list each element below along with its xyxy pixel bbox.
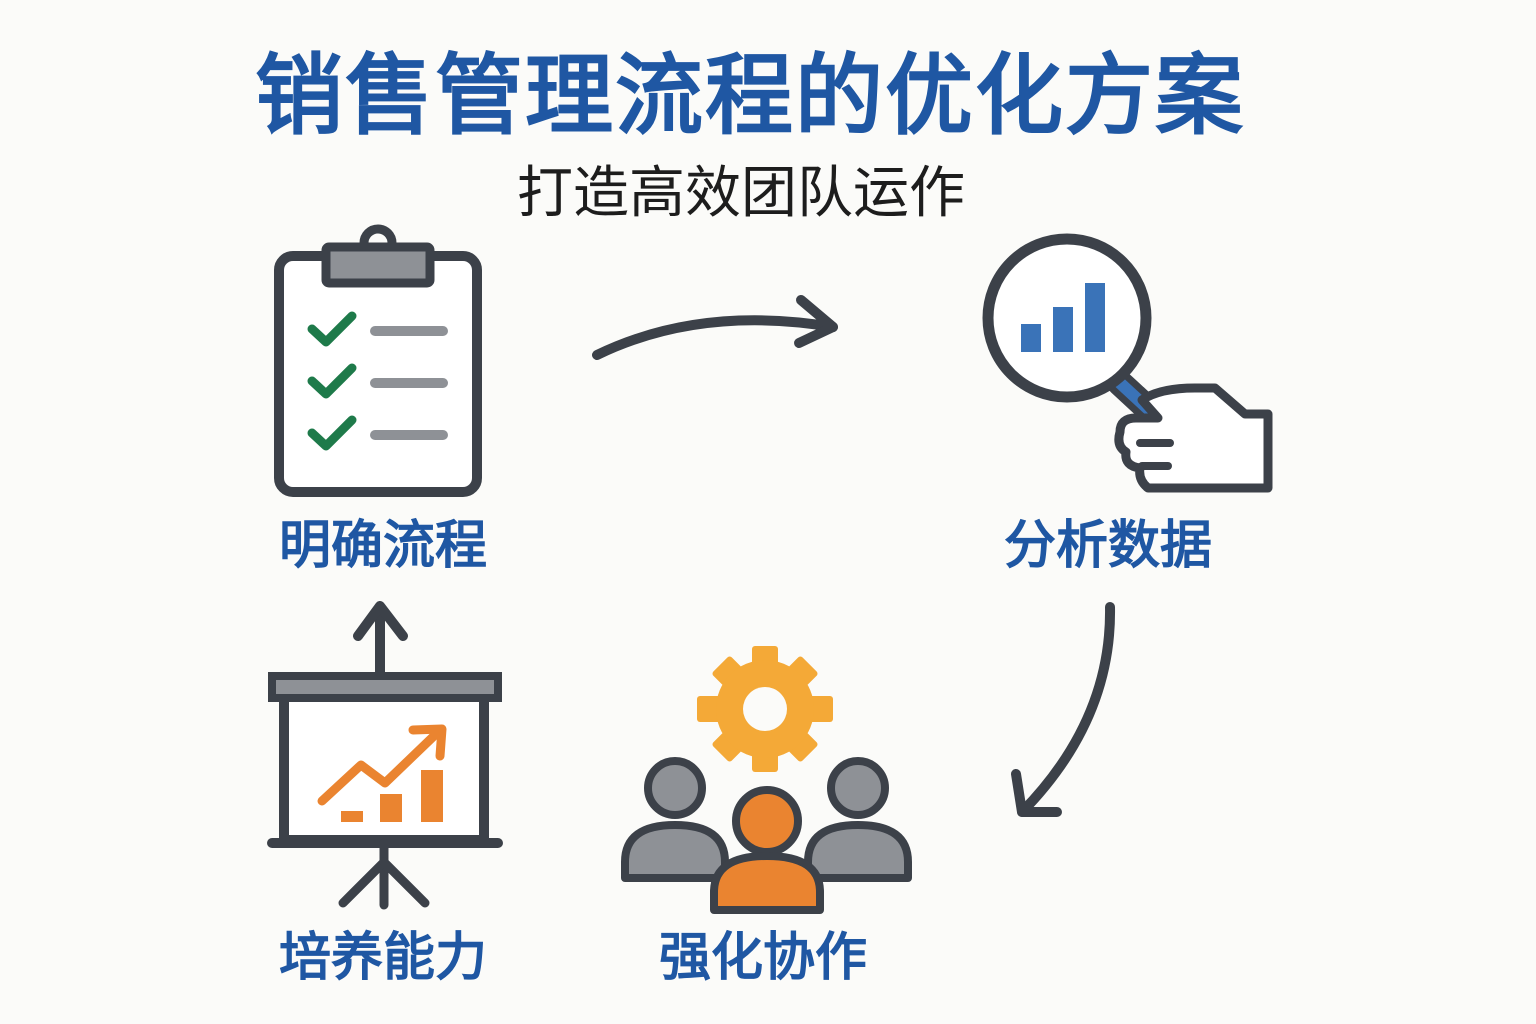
flow-arrow-4-to-1 [353,601,408,677]
clipboard-checklist-icon [274,224,482,497]
magnifier-chart-icon [982,233,1273,493]
step-label-2: 分析数据 [1003,516,1212,576]
diagram-subtitle: 打造高效团队运作 [517,161,965,226]
step-label-3: 强化协作 [658,928,867,988]
flow-arrow-1-to-2 [592,295,838,360]
team-gear-icon [621,646,912,914]
step-label-1: 明确流程 [278,516,487,576]
presentation-board-icon [267,672,503,910]
step-label-4: 培养能力 [278,928,487,988]
flow-arrow-2-to-3 [1011,602,1116,817]
diagram-title: 销售管理流程的优化方案 [254,44,1245,147]
